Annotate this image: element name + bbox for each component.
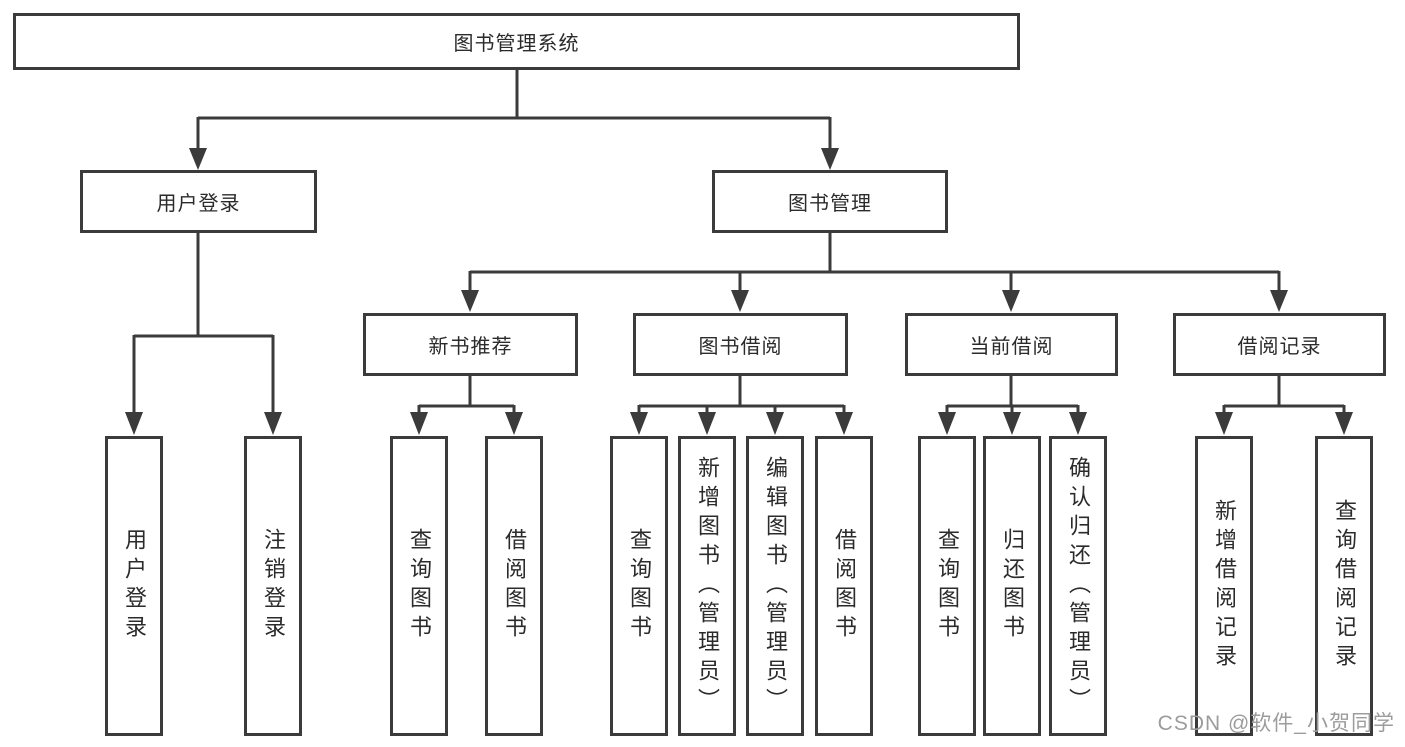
node-book-borrowing: 图书借阅 [633, 313, 848, 376]
leaf-current-query-books: 查询图书 [918, 436, 976, 736]
leaf-borrowing-borrow-books: 借阅图书 [815, 436, 873, 736]
node-label: 归还图书 [1000, 528, 1025, 644]
node-label: 图书管理 [788, 193, 872, 215]
node-label: 图书管理系统 [453, 33, 580, 55]
leaf-current-return-books: 归还图书 [983, 436, 1041, 736]
connector-root-to-level2 [189, 70, 839, 170]
node-label: 当前借阅 [969, 336, 1054, 358]
node-borrow-records: 借阅记录 [1173, 313, 1386, 376]
node-user-login: 用户登录 [80, 170, 317, 233]
leaf-records-query-record: 查询借阅记录 [1315, 436, 1373, 736]
node-label: 新增图书（管理员） [695, 455, 720, 717]
node-label: 新书推荐 [428, 336, 513, 358]
connector-user-login-to-leaves [125, 233, 282, 435]
connector-book-management-to-level3 [461, 233, 1288, 312]
connector-recommend-to-leaves [410, 376, 523, 435]
leaf-logout-login: 注销登录 [244, 436, 302, 736]
node-label: 查询图书 [627, 528, 652, 644]
leaf-recommend-borrow-books: 借阅图书 [485, 436, 543, 736]
node-current-borrowing: 当前借阅 [905, 313, 1118, 376]
node-label: 图书借阅 [698, 336, 783, 358]
leaf-user-login: 用户登录 [105, 436, 163, 736]
node-label: 查询图书 [407, 528, 432, 644]
leaf-borrowing-query-books: 查询图书 [610, 436, 668, 736]
node-label: 新增借阅记录 [1212, 499, 1237, 673]
leaf-current-confirm-return-admin: 确认归还（管理员） [1049, 436, 1107, 736]
node-new-book-recommend: 新书推荐 [363, 313, 578, 376]
node-label: 查询借阅记录 [1332, 499, 1357, 673]
connector-borrowing-to-leaves [630, 376, 853, 435]
node-library-management-system: 图书管理系统 [13, 13, 1020, 70]
node-label: 注销登录 [261, 528, 286, 644]
node-label: 确认归还（管理员） [1066, 455, 1091, 717]
node-label: 用户登录 [122, 528, 147, 644]
leaf-records-add-record: 新增借阅记录 [1195, 436, 1253, 736]
node-label: 查询图书 [935, 528, 960, 644]
csdn-watermark: CSDN @软件_小贺同学 [1157, 712, 1395, 735]
leaf-borrowing-edit-books-admin: 编辑图书（管理员） [746, 436, 804, 736]
connector-records-to-leaves [1215, 376, 1353, 435]
node-label: 编辑图书（管理员） [763, 455, 788, 717]
node-book-management: 图书管理 [712, 170, 948, 233]
node-label: 借阅图书 [832, 528, 857, 644]
connector-current-to-leaves [938, 376, 1087, 435]
node-label: 借阅图书 [502, 528, 527, 644]
node-label: 用户登录 [156, 193, 241, 215]
leaf-recommend-query-books: 查询图书 [390, 436, 448, 736]
leaf-borrowing-add-books-admin: 新增图书（管理员） [678, 436, 736, 736]
node-label: 借阅记录 [1237, 336, 1322, 358]
